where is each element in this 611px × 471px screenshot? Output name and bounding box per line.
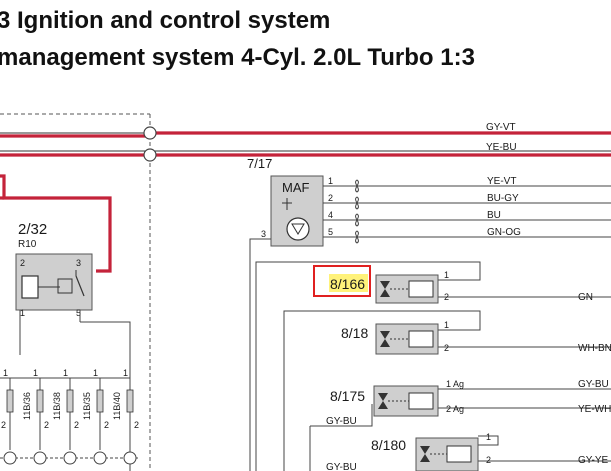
relay-pin: 3 (76, 258, 81, 268)
wire-label-gy-bu: GY-BU (326, 416, 357, 427)
injector-ref-8-18: 8/18 (341, 325, 368, 341)
maf-pin: 4 (328, 210, 333, 220)
plug-pin: 2 (1, 420, 6, 430)
module-boundary (0, 113, 151, 471)
wire-label-bu-gy: BU-GY (487, 193, 519, 204)
maf-label: MAF (282, 180, 310, 195)
plug-pin: 1 (3, 368, 8, 378)
injector-ref-8-175: 8/175 (330, 388, 365, 404)
plug-label: 11B/36 (22, 392, 32, 420)
plug-pin: 1 (33, 368, 38, 378)
injector-8-175 (373, 385, 439, 417)
plug-pin: 1 (123, 368, 128, 378)
plug-pin: 1 (63, 368, 68, 378)
injector-ref-8-180: 8/180 (371, 437, 406, 453)
plug-label: 11B/35 (82, 392, 92, 420)
maf-ref: 7/17 (247, 156, 272, 171)
injector-pin: 2 (444, 292, 449, 302)
injector-pin: 2 (486, 455, 491, 465)
plug-pin: 2 (134, 420, 139, 430)
relay-sub: R10 (18, 239, 37, 250)
plug-row (3, 389, 137, 465)
plug-label: 11B/40 (112, 392, 122, 420)
maf-wires (249, 179, 611, 471)
connector-node (143, 126, 157, 140)
wire-label-gy-bu: GY-BU (578, 379, 609, 390)
wire-label-gn: GN (578, 292, 593, 303)
maf-sensor (270, 175, 324, 247)
wire-label-gn-og: GN-OG (487, 227, 521, 238)
injector-ref-8-166: 8/166 (330, 276, 365, 292)
page-title-line-1: 3 Ignition and control system (0, 7, 331, 34)
wire-label-bu: BU (487, 210, 501, 221)
maf-pin: 3 (261, 229, 266, 239)
injector-8-166 (375, 274, 439, 304)
maf-pin: 1 (328, 176, 333, 186)
relay-pin: 5 (76, 308, 81, 318)
injector-pin: 1 Ag (446, 379, 464, 389)
plug-label: 11B/38 (52, 392, 62, 420)
injector-pin: 2 Ag (446, 404, 464, 414)
injector-8-180 (415, 437, 479, 471)
injector-pin: 2 (444, 343, 449, 353)
wire-label-gy-bu: GY-BU (326, 462, 357, 471)
relay-ref: 2/32 (18, 221, 47, 238)
injector-pin: 1 (444, 270, 449, 280)
wire-label-gy-ye: GY-YE (578, 455, 609, 466)
wire-label-gy-vt: GY-VT (486, 122, 516, 133)
relay-2-32 (15, 253, 93, 311)
plug-pin: 1 (93, 368, 98, 378)
relay-output-wires (19, 310, 131, 471)
maf-pin: 2 (328, 193, 333, 203)
maf-pin: 5 (328, 227, 333, 237)
injector-pin: 1 (444, 320, 449, 330)
bus-wires (0, 131, 611, 157)
wire-label-ye-wh: YE-WH (578, 404, 611, 415)
wire-label-wh-bn: WH-BN (578, 343, 611, 354)
injector-feed-wires (255, 261, 611, 471)
injector-8-18 (375, 323, 439, 355)
injector-pin: 1 (486, 432, 491, 442)
ref-highlight-fill (329, 274, 368, 292)
plug-pin: 2 (44, 420, 49, 430)
page-title-line-2: management system 4-Cyl. 2.0L Turbo 1:3 (0, 44, 475, 71)
connector-node (143, 148, 157, 162)
plug-pin: 2 (74, 420, 79, 430)
relay-pin: 1 (20, 308, 25, 318)
relay-pin: 2 (20, 258, 25, 268)
wire-label-ye-vt: YE-VT (487, 176, 516, 187)
highlight-box (313, 265, 371, 297)
wire-label-ye-bu: YE-BU (486, 142, 517, 153)
plug-pin: 2 (104, 420, 109, 430)
